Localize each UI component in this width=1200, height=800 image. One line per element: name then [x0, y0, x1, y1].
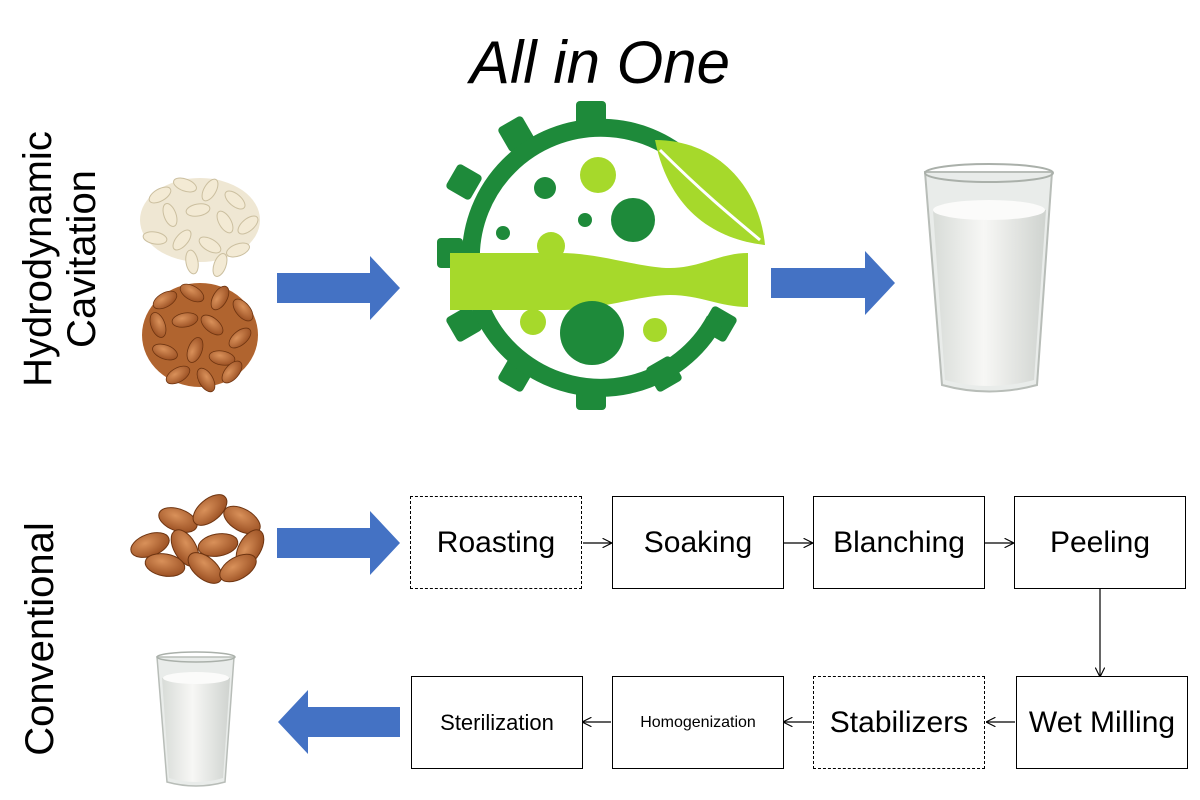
step-peeling: Peeling [1014, 496, 1186, 589]
step-roasting: Roasting [410, 496, 582, 589]
step-homogenization: Homogenization [612, 676, 784, 769]
step-sterilization: Sterilization [411, 676, 583, 769]
step-stabilizers: Stabilizers [813, 676, 985, 769]
milk-glass-icon [923, 163, 1054, 393]
arrow-to-cavitation-icon [277, 256, 400, 320]
arrow-to-milk-icon [771, 251, 895, 315]
final-milk-glass-icon [156, 651, 236, 787]
step-soaking-label: Soaking [643, 525, 753, 559]
step-roasting-label: Roasting [436, 525, 556, 559]
step-blanching: Blanching [813, 496, 985, 589]
blanched-nuts-icon [140, 177, 260, 277]
almonds-pile-icon [142, 283, 258, 393]
almonds-icon [130, 494, 265, 584]
step-wet-milling-label: Wet Milling [1028, 705, 1176, 739]
arrow-to-final-milk-icon [278, 690, 400, 754]
step-homogenization-label: Homogenization [640, 713, 756, 731]
step-sterilization-label: Sterilization [440, 709, 554, 735]
step-blanching-label: Blanching [833, 525, 965, 559]
step-peeling-label: Peeling [1049, 525, 1151, 559]
arrow-to-roasting-icon [277, 511, 400, 575]
step-stabilizers-label: Stabilizers [829, 705, 969, 739]
diagram-title: All in One [469, 29, 731, 96]
step-soaking: Soaking [612, 496, 784, 589]
cavitation-gear-logo-icon [437, 101, 765, 410]
step-wet-milling: Wet Milling [1016, 676, 1188, 769]
